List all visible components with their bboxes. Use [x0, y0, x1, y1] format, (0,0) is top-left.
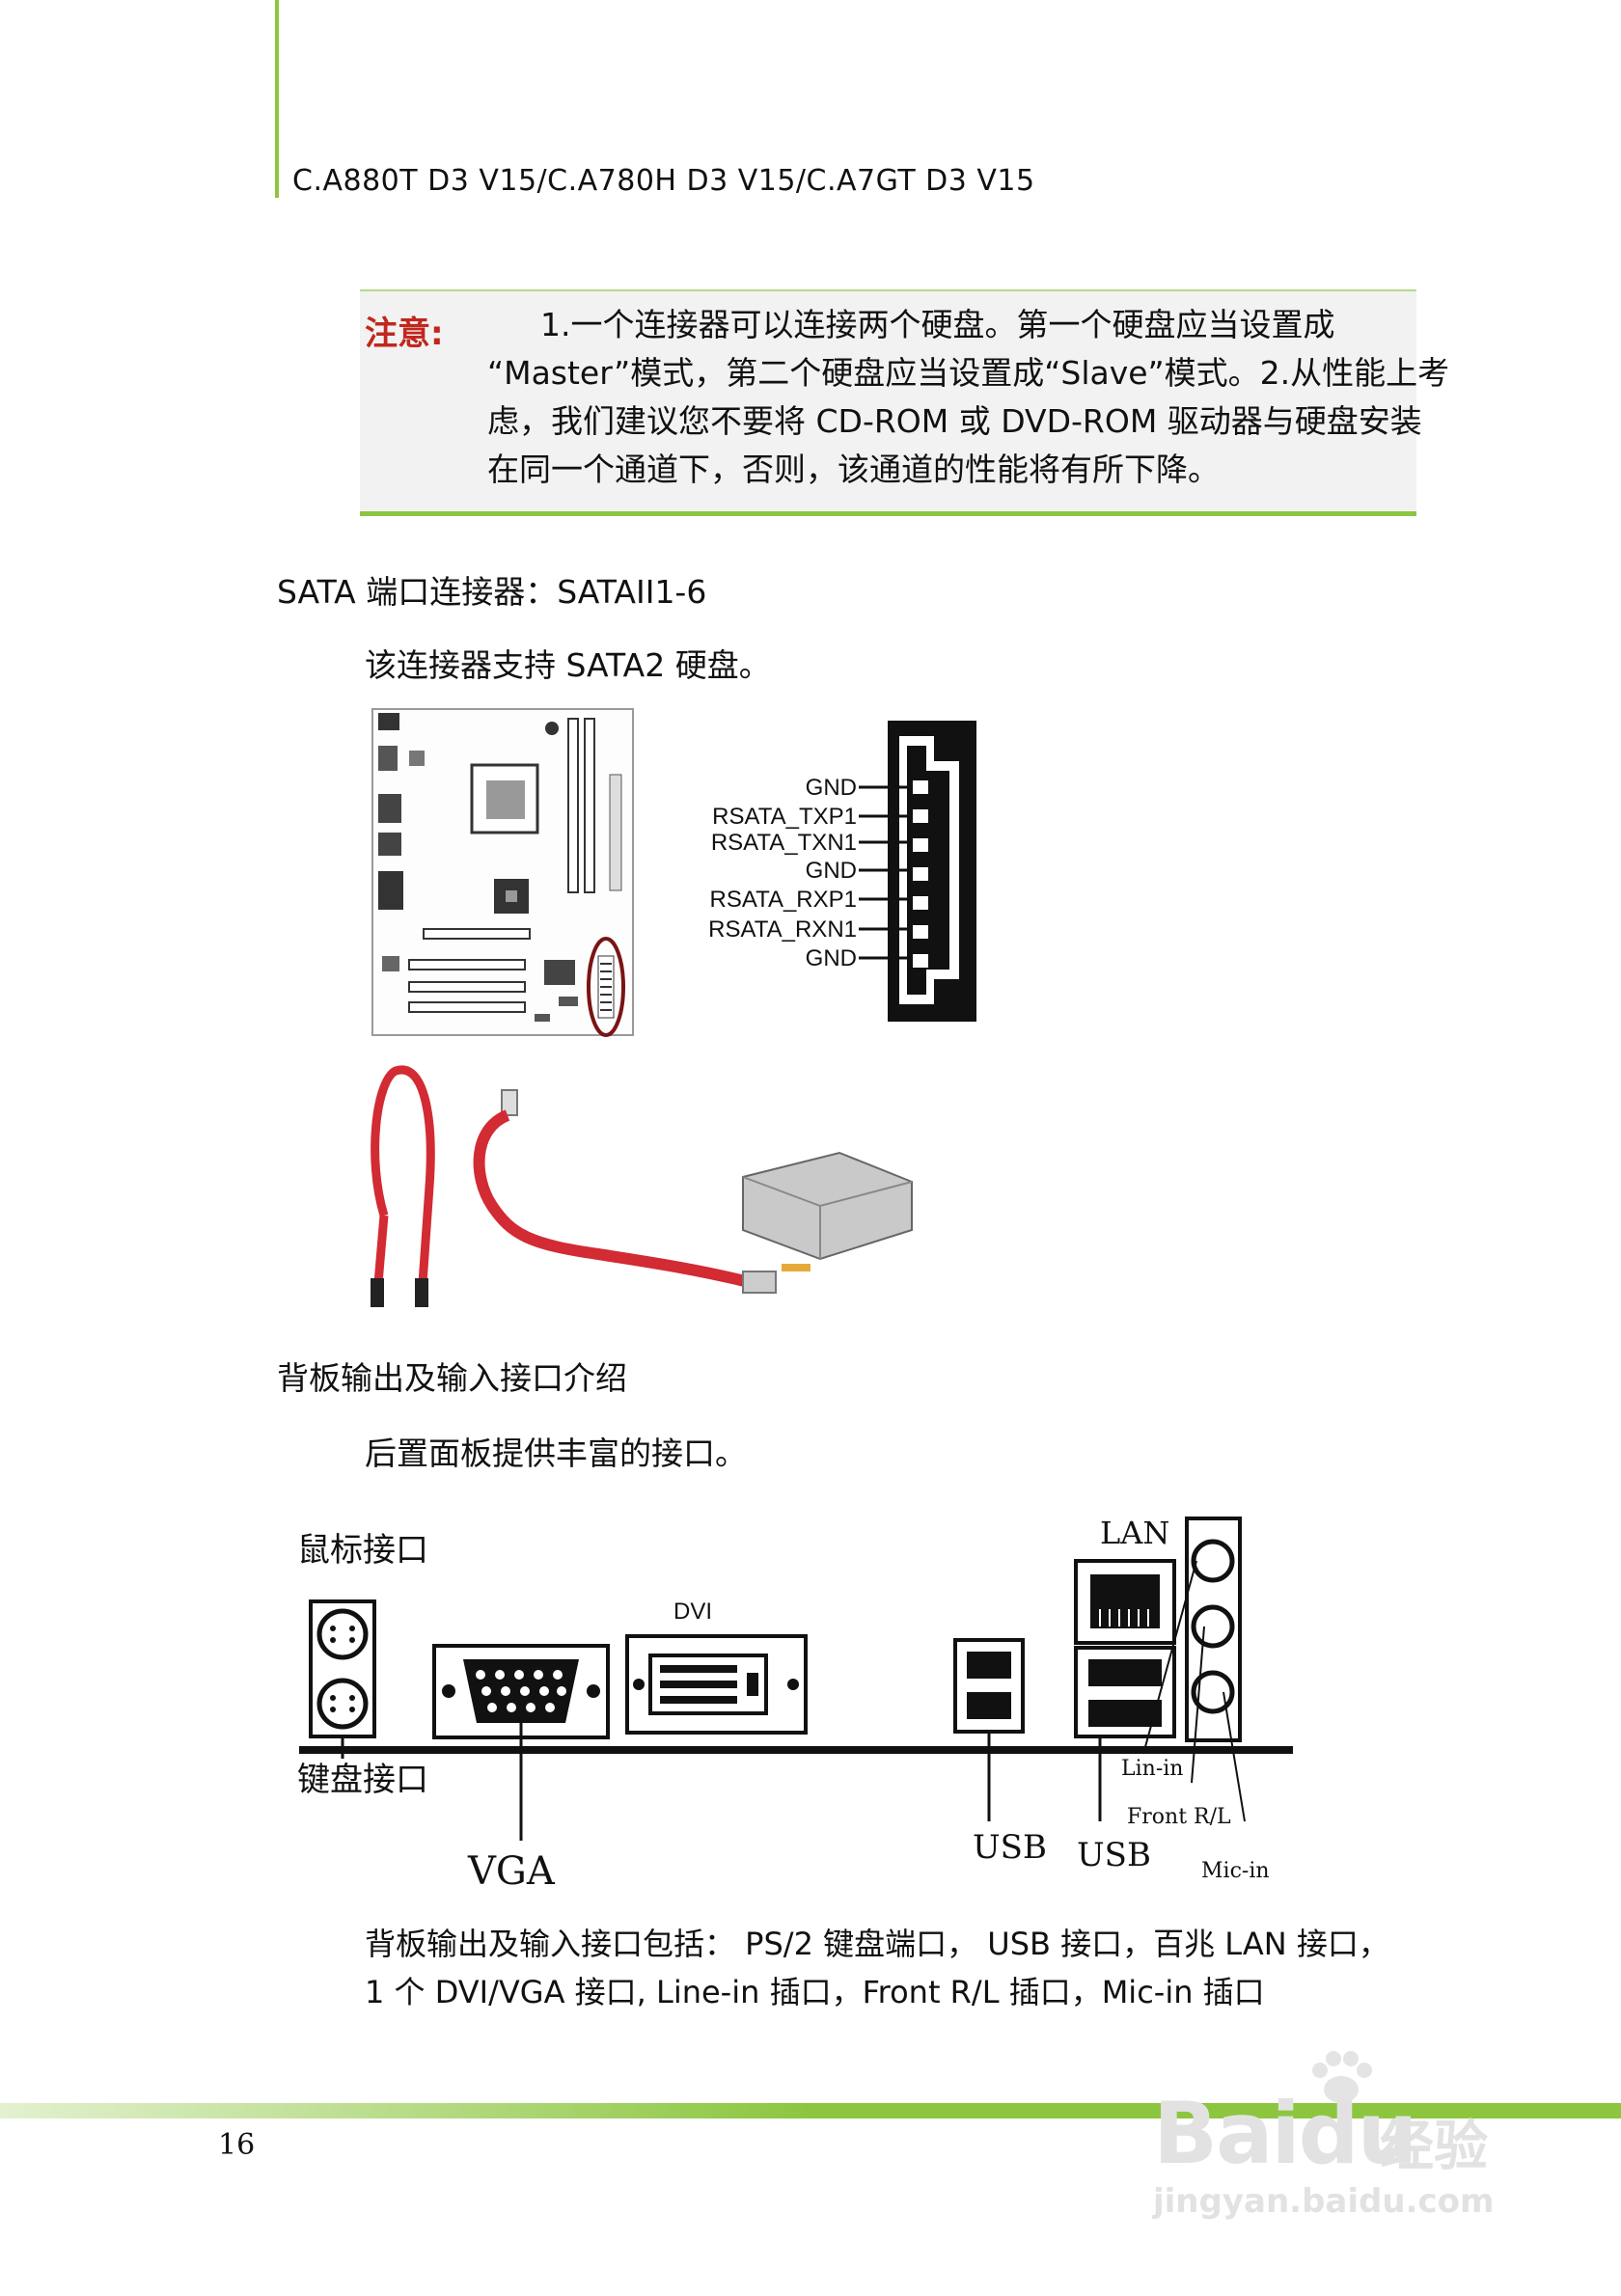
sata-pin-label: RSATA_RXN1	[708, 916, 857, 943]
sata-cable-drive-image	[371, 1065, 913, 1307]
note-line: “Master”模式，第二个硬盘应当设置成“Slave”模式。2.从性能上考	[487, 354, 1450, 392]
rear-panel-heading: 背板输出及输入接口介绍	[277, 1359, 627, 1397]
note-line: 1.一个连接器可以连接两个硬盘。第一个硬盘应当设置成	[540, 306, 1335, 343]
sata-pinout-diagram: GND RSATA_TXP1 RSATA_TXN1 GND RSATA_RXP1…	[708, 721, 976, 1022]
rear-panel-description: 后置面板提供丰富的接口。	[365, 1435, 747, 1472]
mouse-port-label: 鼠标接口	[297, 1531, 428, 1570]
line-in-label: Lin-in	[1121, 1757, 1183, 1781]
sata-heading: SATA 端口连接器：SATAII1-6	[277, 573, 707, 611]
page-number: 16	[218, 2128, 256, 2162]
watermark-product: 经验	[1380, 2116, 1488, 2178]
rear-panel-summary-line: 1 个 DVI/VGA 接口, Line-in 插口，Front R/L 插口，…	[365, 1974, 1265, 2010]
sata-pin-label: GND	[806, 858, 857, 884]
sata-description: 该连接器支持 SATA2 硬盘。	[365, 646, 771, 684]
usb-label-right: USB	[1077, 1836, 1151, 1874]
sata-pin-label: RSATA_RXP1	[710, 887, 858, 913]
motherboard-layout-image	[371, 708, 634, 1037]
sata-pin-label: GND	[806, 775, 857, 801]
footer-accent-bar	[0, 2103, 1621, 2118]
usb-label-left: USB	[973, 1828, 1047, 1867]
rear-panel-summary-line: 背板输出及输入接口包括： PS/2 键盘端口， USB 接口，百兆 LAN 接口…	[365, 1926, 1389, 1962]
note-line: 虑，我们建议您不要将 CD-ROM 或 DVD-ROM 驱动器与硬盘安装	[487, 402, 1422, 440]
note-label: 注意:	[365, 314, 444, 353]
mic-in-label: Mic-in	[1201, 1859, 1270, 1883]
sata-pin-label: RSATA_TXP1	[712, 804, 857, 830]
lan-label: LAN	[1100, 1515, 1169, 1551]
note-line: 在同一个通道下，否则，该通道的性能将有所下降。	[487, 451, 1220, 488]
rear-io-panel-diagram: 鼠标接口 键盘接口 VGA DVI USB LAN USB Lin-in Fr	[297, 1515, 1293, 1894]
keyboard-port-label: 键盘接口	[297, 1761, 428, 1799]
watermark-url: jingyan.baidu.com	[1153, 2182, 1495, 2221]
dvi-label: DVI	[673, 1599, 712, 1625]
watermark-brand: Baidu	[1153, 2084, 1417, 2183]
paw-logo-icon	[1312, 2051, 1372, 2103]
vga-label: VGA	[467, 1849, 556, 1894]
note-box	[360, 289, 1416, 516]
front-rl-label: Front R/L	[1127, 1805, 1231, 1829]
header-accent-bar	[275, 0, 279, 198]
document-header: C.A880T D3 V15/C.A780H D3 V15/C.A7GT D3 …	[292, 164, 1035, 198]
sata-pin-label: RSATA_TXN1	[711, 830, 857, 856]
sata-pin-label: GND	[806, 945, 857, 971]
